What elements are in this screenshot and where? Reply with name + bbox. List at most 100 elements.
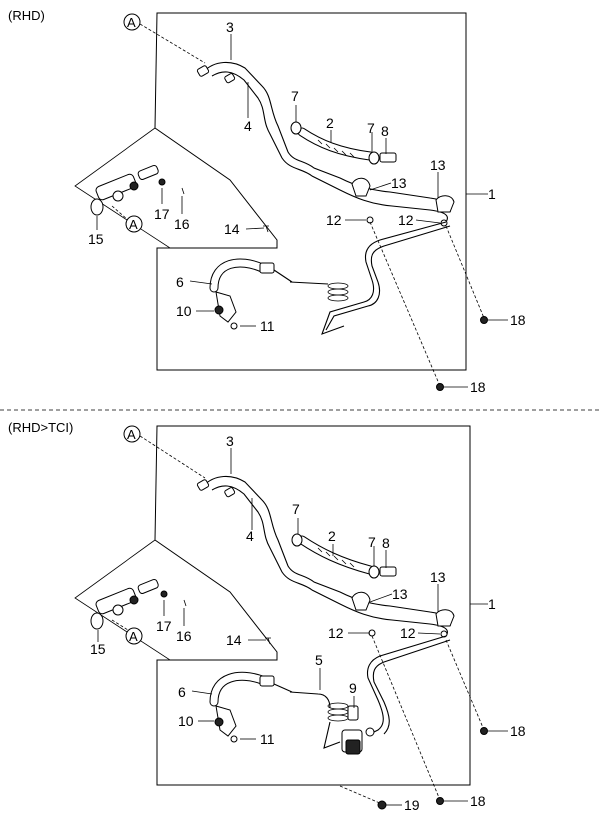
ref-circle-a-bottom-label: A <box>129 217 138 232</box>
pipe-connector-mid <box>224 73 236 84</box>
ref-circle-a-top <box>123 13 141 31</box>
master-cylinder-15 <box>90 164 159 216</box>
callout-15: 15 <box>88 231 104 247</box>
leader-19-tci <box>339 785 383 805</box>
damper-coil-5 <box>289 691 349 749</box>
ref-circle-a-bottom-tci <box>125 627 143 645</box>
hose-6-fitting <box>259 262 275 274</box>
callout-6: 6 <box>176 274 184 290</box>
fitting-8-tci <box>379 566 397 577</box>
pin-16 <box>181 187 185 195</box>
callout-11: 11 <box>260 318 275 334</box>
reference-line-a-tci <box>139 435 206 479</box>
callout-6-tci: 6 <box>178 684 186 700</box>
bolt-18-right <box>480 316 488 324</box>
callout-1-tci: 1 <box>488 596 496 612</box>
callout-13-left-tci: 13 <box>392 586 408 602</box>
pipe-clamp-13-left-tci <box>351 591 371 611</box>
callout-5-tci: 5 <box>315 652 323 668</box>
section-caption-rhd-tci: (RHD>TCI) <box>8 420 73 435</box>
ref-circle-a-bottom <box>125 215 143 233</box>
washer-10-tci <box>214 717 224 727</box>
section-rhd: (RHD) A <box>8 8 526 395</box>
callout-12-right-tci: 12 <box>400 625 416 641</box>
bleeder-11-tci <box>230 735 238 743</box>
callout-18-bottom-tci: 18 <box>470 793 486 809</box>
callout-12-left: 12 <box>326 212 342 228</box>
callout-2-tci: 2 <box>328 528 336 544</box>
callout-3-tci: 3 <box>226 433 234 449</box>
bolt-18-right-tci <box>480 727 488 735</box>
callout-15-tci: 15 <box>90 641 106 657</box>
assembly-outline <box>154 12 467 371</box>
callout-12-right: 12 <box>398 212 414 228</box>
pipe-clamp-13-left <box>351 177 371 197</box>
leader-18-bottom <box>369 221 441 387</box>
callout-13-right: 13 <box>430 157 446 173</box>
master-cylinder-15-tci <box>90 578 159 630</box>
clutch-hose-2-inner <box>298 128 374 160</box>
callout-19-tci: 19 <box>404 797 420 813</box>
ref-circle-a-top-tci <box>123 425 141 443</box>
hose-6-fitting-tci <box>259 675 275 687</box>
bolt-18-bottom <box>436 383 444 391</box>
hose-ribs <box>317 139 355 158</box>
hose-6-tube <box>273 269 293 283</box>
reference-line-a-bottom <box>111 205 129 221</box>
ref-circle-a-top-label-tci: A <box>127 427 136 442</box>
clutch-pipe-lower <box>321 221 447 335</box>
assembly-outline-tci <box>154 425 471 786</box>
section-caption-rhd: (RHD) <box>8 8 45 23</box>
pipe-clamp-13-right <box>435 195 455 213</box>
callout-13-left: 13 <box>391 175 407 191</box>
ref-circle-a-bottom-label-tci: A <box>129 629 138 644</box>
callout-16: 16 <box>174 216 190 232</box>
clutch-pipe-4-tci <box>211 485 448 637</box>
bolt-19-tci <box>377 800 387 810</box>
callout-10-tci: 10 <box>178 713 194 729</box>
pipe-connector-mid-tci <box>224 487 236 498</box>
leader-18-bottom-tci <box>371 635 441 801</box>
callout-7-left: 7 <box>291 88 299 104</box>
pipe-connector-top <box>196 65 210 77</box>
callout-4: 4 <box>244 118 252 134</box>
reference-line-a-bottom-tci <box>111 619 129 631</box>
clip-14-tci <box>265 637 271 645</box>
callout-18-right: 18 <box>510 312 526 328</box>
clutch-pipe-4 <box>211 71 448 223</box>
pipe-connector-top-tci <box>196 479 210 491</box>
callouts-rhd: 1 2 3 4 6 7 7 8 10 11 12 12 13 13 14 15 … <box>88 19 526 395</box>
callout-12-left-tci: 12 <box>328 625 344 641</box>
callout-8: 8 <box>381 123 389 139</box>
fitting-8 <box>379 152 397 163</box>
callout-7-right-tci: 7 <box>368 534 376 550</box>
hose-clip-7-left <box>290 121 302 135</box>
damper-9 <box>341 705 375 755</box>
reference-line-a <box>139 23 206 64</box>
hose-clip-7-right <box>368 151 380 165</box>
callout-7-left-tci: 7 <box>292 501 300 517</box>
clutch-pipe-3 <box>202 61 451 213</box>
callout-2: 2 <box>326 115 334 131</box>
callout-18-right-tci: 18 <box>510 723 526 739</box>
pipe-clamp-13-right-tci <box>435 609 455 627</box>
bleeder-11 <box>230 322 238 330</box>
callout-7-right: 7 <box>367 120 375 136</box>
callout-17: 17 <box>154 206 170 222</box>
callout-8-tci: 8 <box>382 535 390 551</box>
clutch-pipe-lower-outer <box>325 225 451 331</box>
callouts-rhd-tci: 1 2 3 4 5 6 7 7 8 9 10 11 12 12 13 13 14… <box>90 433 526 813</box>
callout-14-tci: 14 <box>226 632 242 648</box>
callout-4-tci: 4 <box>246 528 254 544</box>
callout-11-tci: 11 <box>260 731 275 747</box>
clutch-pipe-3-tci <box>202 475 451 627</box>
leader-18-right-tci <box>445 639 485 731</box>
washer-10 <box>214 305 224 315</box>
clip-14 <box>263 225 269 233</box>
hose-ribs-tci <box>317 547 355 568</box>
callout-14: 14 <box>224 221 240 237</box>
hose-clip-7-right-tci <box>368 565 380 579</box>
cylinder-bracket-outline <box>74 127 277 249</box>
pin-16-tci <box>183 599 187 607</box>
